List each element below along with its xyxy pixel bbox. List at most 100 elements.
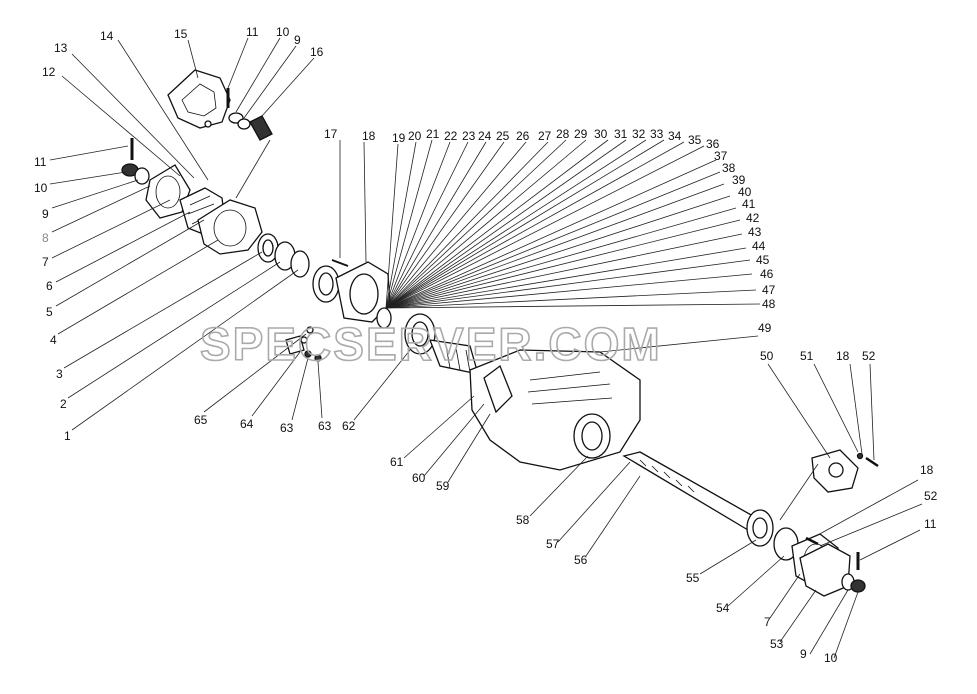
- label-61: 61: [390, 455, 404, 469]
- part-1-ring: [290, 250, 310, 278]
- label-57: 57: [546, 537, 560, 551]
- label-55: 55: [686, 571, 700, 585]
- label-63-b: 63: [318, 419, 332, 433]
- part-10-nut-right: [850, 579, 866, 593]
- label-10: 10: [34, 181, 48, 195]
- label-34: 34: [668, 129, 682, 143]
- label-33: 33: [650, 127, 664, 141]
- label-28: 28: [556, 127, 570, 141]
- callout-labels: 11 10 9 8 7 6 5 4 3 2 1 12 13 14 15 11 1…: [34, 25, 938, 665]
- part-7-flange-left: [145, 164, 191, 219]
- leader-lines: [49, 37, 923, 659]
- part-18-52-bolt-right: [856, 452, 879, 468]
- label-63-a: 63: [280, 421, 294, 435]
- label-5: 5: [46, 305, 53, 319]
- label-42: 42: [746, 211, 760, 225]
- label-54: 54: [716, 601, 730, 615]
- part-bearing-left: [312, 265, 340, 303]
- part-55-bearing-right: [746, 509, 774, 547]
- label-32: 32: [632, 127, 646, 141]
- label-41: 41: [742, 197, 756, 211]
- label-48: 48: [762, 297, 776, 311]
- label-1: 1: [64, 429, 71, 443]
- label-27: 27: [538, 129, 552, 143]
- label-52-lower: 52: [924, 489, 938, 503]
- label-7-right: 7: [764, 615, 771, 629]
- label-65: 65: [194, 413, 208, 427]
- part-15-cover: [167, 69, 231, 129]
- label-15: 15: [174, 27, 188, 41]
- label-29: 29: [574, 127, 588, 141]
- label-26: 26: [516, 129, 530, 143]
- label-2: 2: [60, 397, 67, 411]
- label-58: 58: [516, 513, 530, 527]
- label-50: 50: [760, 349, 774, 363]
- part-10-9-washers-top: [228, 112, 251, 130]
- label-23: 23: [462, 129, 476, 143]
- label-14: 14: [100, 29, 114, 43]
- label-56: 56: [574, 553, 588, 567]
- label-6: 6: [46, 279, 53, 293]
- label-52: 52: [862, 349, 876, 363]
- label-44: 44: [752, 239, 766, 253]
- label-11-right: 11: [924, 517, 937, 531]
- part-58-carrier-housing: [469, 349, 641, 471]
- label-62: 62: [342, 419, 356, 433]
- part-4-cover-plate: [197, 199, 263, 255]
- part-9-washer-left: [134, 167, 150, 185]
- label-18: 18: [362, 129, 376, 143]
- label-11: 11: [34, 155, 47, 169]
- part-62-bearing-cup: [404, 313, 436, 355]
- part-50-cover-right: [811, 449, 859, 493]
- label-37: 37: [714, 149, 728, 163]
- label-10-right: 10: [824, 651, 838, 665]
- label-9: 9: [42, 207, 49, 221]
- label-10-top: 10: [276, 25, 290, 39]
- label-25: 25: [496, 129, 510, 143]
- part-18-52-pins-lower: [805, 536, 819, 546]
- label-3: 3: [56, 367, 63, 381]
- label-47: 47: [762, 283, 776, 297]
- label-45: 45: [756, 253, 770, 267]
- label-18-lower: 18: [920, 463, 934, 477]
- label-19: 19: [392, 131, 406, 145]
- label-31: 31: [614, 127, 628, 141]
- label-43: 43: [748, 225, 762, 239]
- part-3-ring: [257, 233, 279, 263]
- part-64-65-fitting: [285, 326, 314, 355]
- label-24: 24: [478, 129, 492, 143]
- label-40: 40: [738, 185, 752, 199]
- label-53: 53: [770, 637, 784, 651]
- part-63-nuts: [304, 350, 322, 362]
- label-9-top: 9: [294, 33, 301, 47]
- label-8: 8: [42, 231, 49, 245]
- label-16: 16: [310, 45, 324, 59]
- label-36: 36: [706, 137, 720, 151]
- part-56-57-shaft: [622, 451, 762, 531]
- part-48-snap-ring: [376, 307, 392, 329]
- label-60: 60: [412, 471, 426, 485]
- label-21: 21: [426, 127, 440, 141]
- label-11-top: 11: [246, 25, 259, 39]
- label-35: 35: [688, 133, 702, 147]
- label-64: 64: [240, 417, 254, 431]
- label-39: 39: [732, 173, 746, 187]
- label-59: 59: [436, 479, 450, 493]
- label-4: 4: [50, 333, 57, 347]
- label-18-right: 18: [836, 349, 850, 363]
- label-7: 7: [42, 255, 49, 269]
- label-49: 49: [758, 321, 772, 335]
- label-46: 46: [760, 267, 774, 281]
- label-51: 51: [800, 349, 814, 363]
- label-13: 13: [54, 41, 68, 55]
- label-22: 22: [444, 129, 458, 143]
- label-12: 12: [42, 65, 56, 79]
- label-30: 30: [594, 127, 608, 141]
- label-17: 17: [324, 127, 338, 141]
- label-38: 38: [722, 161, 736, 175]
- watermark-text: SPECSERVER.COM: [200, 318, 662, 370]
- label-20: 20: [408, 129, 422, 143]
- part-16-sleeve: [249, 115, 273, 141]
- label-9-right: 9: [800, 647, 807, 661]
